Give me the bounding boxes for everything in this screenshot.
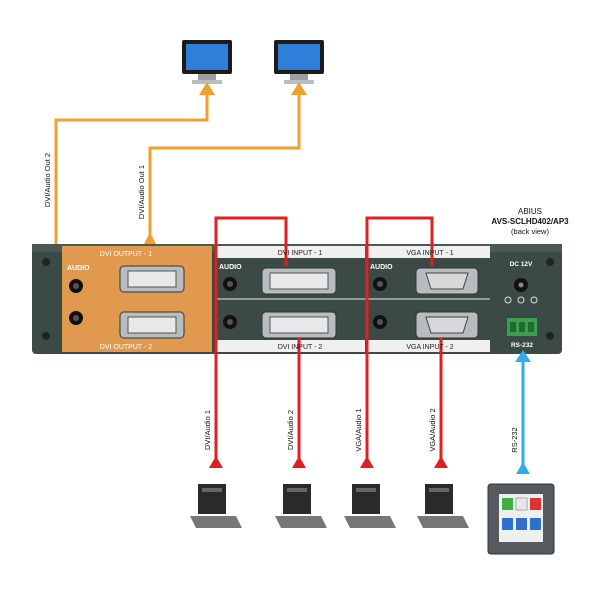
computer-icon <box>344 484 396 528</box>
polarity-icon <box>504 296 538 304</box>
monitor-icon <box>274 40 324 84</box>
dvi-port <box>119 311 185 339</box>
vga-port <box>415 267 479 295</box>
computer-icon <box>417 484 469 528</box>
dvi-output-2-label: DVI OUTPUT - 2 <box>100 344 152 351</box>
dc-power-jack <box>514 278 528 292</box>
dvi-output-1-label: DVI OUTPUT - 1 <box>100 251 152 258</box>
audio-out-label: AUDIO <box>67 265 90 272</box>
audio-jack <box>373 315 387 329</box>
rs232-panel-label: RS-232 <box>511 342 533 349</box>
vga-port <box>415 311 479 339</box>
cable-label-rs232: RS-232 <box>510 427 519 452</box>
audio-jack <box>223 277 237 291</box>
cable-label-out1: DVI/Audio Out 1 <box>137 165 146 219</box>
monitor-icon <box>182 40 232 84</box>
device-model: AVS-SCLHD402/AP3 <box>491 217 569 226</box>
audio-jack <box>69 279 83 293</box>
cable-label-dvi1: DVI/Audio 1 <box>203 410 212 450</box>
control-keypad <box>487 483 555 555</box>
dvi-port <box>119 265 185 293</box>
audio-jack <box>69 311 83 325</box>
audio-jack <box>223 315 237 329</box>
cable-label-vga2: VGA/Audio 2 <box>428 408 437 451</box>
cable-out1-line <box>148 84 301 240</box>
device-view: (back view) <box>511 227 549 236</box>
computer-icon <box>275 484 327 528</box>
audio-vga-in-label: AUDIO <box>370 264 393 271</box>
device-brand: ABIUS <box>518 207 542 216</box>
dvi-port <box>261 311 337 339</box>
cable-label-out2: DVI/Audio Out 2 <box>43 153 52 207</box>
computer-icon <box>190 484 242 528</box>
cable-label-dvi2: DVI/Audio 2 <box>286 410 295 450</box>
cable-label-vga1: VGA/Audio 1 <box>354 408 363 451</box>
audio-dvi-in-label: AUDIO <box>219 264 242 271</box>
vga-input-2-label: VGA INPUT - 2 <box>406 344 453 351</box>
audio-jack <box>373 277 387 291</box>
dvi-input-1-label: DVI INPUT - 1 <box>278 250 323 257</box>
dvi-input-2-label: DVI INPUT - 2 <box>278 344 323 351</box>
rs232-terminal <box>507 318 537 336</box>
vga-input-1-label: VGA INPUT - 1 <box>406 250 453 257</box>
dvi-port <box>261 267 337 295</box>
dc-12v-label: DC 12V <box>510 261 533 268</box>
